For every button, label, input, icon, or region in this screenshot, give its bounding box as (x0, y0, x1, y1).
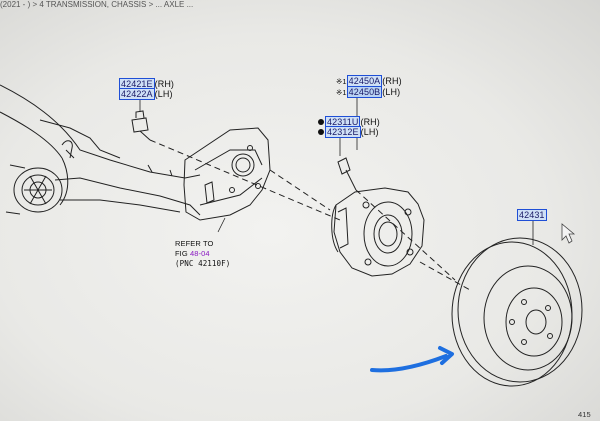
callout-bolt: 42421E(RH) 42422A(LH) (119, 78, 175, 100)
part-number-42421E[interactable]: 42421E (119, 78, 155, 90)
side-label: (RH) (382, 76, 402, 86)
side-label: (LH) (360, 127, 379, 137)
refer-line-2-prefix: FIG (175, 249, 190, 258)
part-number-42450A[interactable]: 42450A (346, 75, 383, 87)
side-label: (LH) (154, 89, 173, 99)
hub-stud-drawing (337, 157, 357, 191)
mouse-pointer-icon (561, 223, 576, 244)
pnc-code: (PNC 42110F) (175, 259, 231, 268)
part-number-42431[interactable]: 42431 (517, 209, 547, 221)
note-mark: ※1 (336, 88, 347, 97)
breadcrumb: (2021 - ) > 4 TRANSMISSION, CHASSIS > ..… (0, 0, 194, 9)
refer-line-1: REFER TO (175, 239, 214, 248)
bullet-dot-icon (318, 119, 324, 125)
part-number-42311U[interactable]: 42311U (325, 116, 361, 128)
part-number-42422A[interactable]: 42422A (119, 88, 155, 100)
disc-rotor-drawing (451, 237, 583, 387)
axle-beam-drawing (0, 84, 271, 221)
side-label: (RH) (360, 117, 380, 127)
bullet-dot-icon (318, 129, 324, 135)
bolt-drawing (131, 110, 151, 141)
hub-bearing-drawing (331, 187, 425, 277)
note-mark: ※1 (336, 77, 347, 86)
blue-arrow (370, 346, 454, 373)
fig-link[interactable]: 48-04 (189, 249, 210, 258)
part-number-42312E[interactable]: 42312E (325, 126, 361, 138)
alignment-lines (149, 139, 471, 291)
callout-stud: 42311U(RH) 42312E(LH) (318, 116, 380, 138)
refer-to-note: REFER TO FIG 48-04 (PNC 42110F) (175, 239, 230, 269)
page-reference: 415 (578, 410, 591, 419)
side-label: (RH) (154, 79, 175, 89)
part-number-42450B[interactable]: 42450B (346, 86, 383, 98)
callout-disc: 42431 (517, 209, 547, 221)
side-label: (LH) (382, 87, 401, 97)
